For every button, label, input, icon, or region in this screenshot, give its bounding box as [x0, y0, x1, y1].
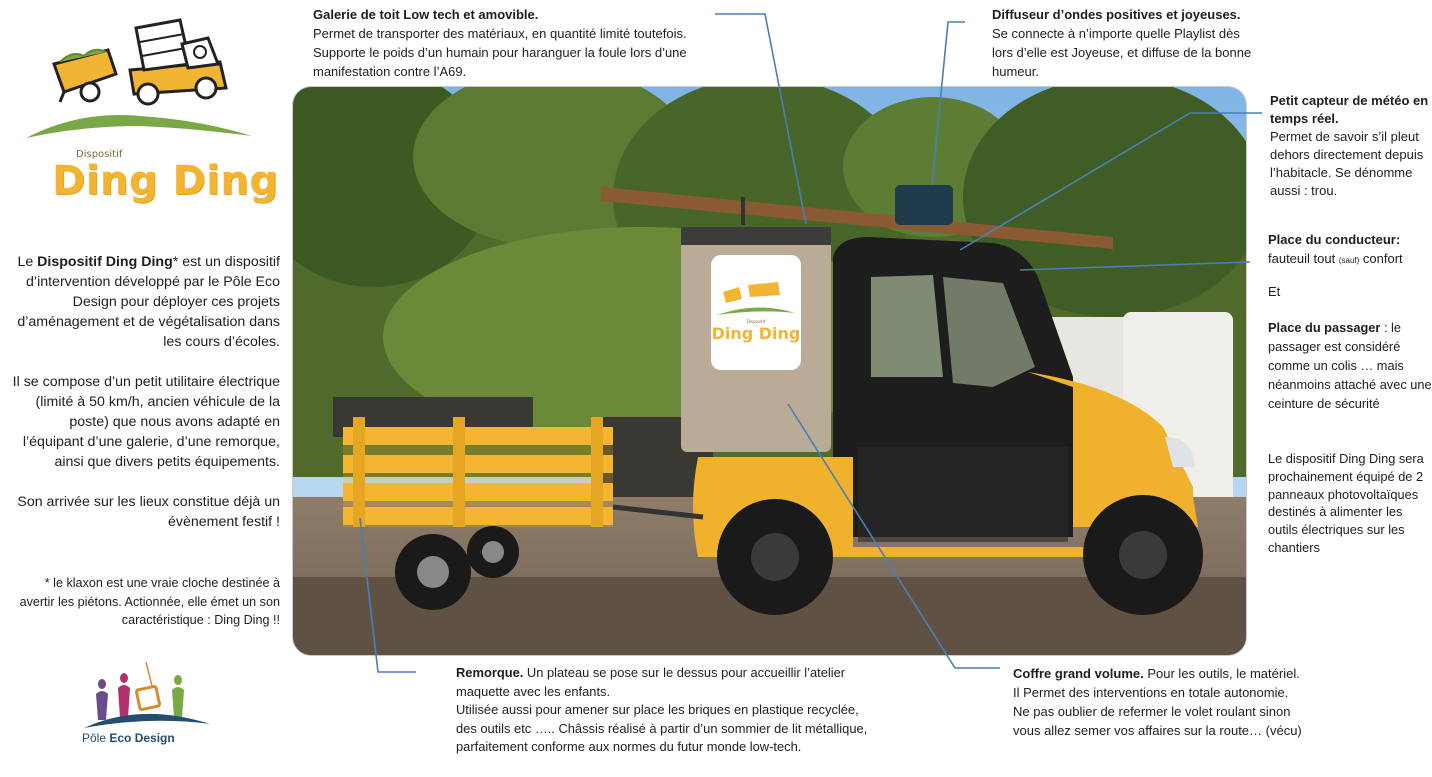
klaxon-note: * le klaxon est une vraie cloche destiné… — [19, 576, 280, 627]
callout-remorque-text-1: Un plateau se pose sur le dessus pour ac… — [456, 665, 846, 699]
pole-eco-design-logo — [84, 661, 210, 728]
callout-diffuseur-title: Diffuseur d’ondes positives et joyeuses. — [992, 7, 1241, 22]
people-icon — [96, 661, 184, 720]
grass-band — [26, 114, 252, 138]
cargo-box: Dispositif Ding Ding — [681, 227, 831, 452]
callout-remorque-text-2: Utilisée aussi pour amener sur place les… — [456, 702, 868, 755]
intro-paragraph-3: Son arrivée sur les lieux constitue déjà… — [17, 494, 280, 530]
wave-icon — [84, 713, 210, 728]
callout-capteur: Petit capteur de météo en temps réel. Pe… — [1270, 92, 1430, 200]
callout-et: Et — [1268, 284, 1281, 299]
box-logo-title: Ding Ding — [712, 324, 801, 343]
logo-title: Ding Ding — [52, 158, 279, 204]
callout-passager: Place du passager : le passager est cons… — [1268, 318, 1432, 413]
callout-panneaux: Le dispositif Ding Ding sera prochaineme… — [1268, 451, 1424, 555]
callout-galerie-text: Permet de transporter des matériaux, en … — [313, 26, 687, 79]
ding-ding-logo — [26, 18, 252, 138]
box-logo-dispositif: Dispositif — [747, 319, 766, 324]
callout-capteur-title: Petit capteur de météo en temps réel. — [1270, 93, 1429, 126]
vehicle-wheels — [717, 495, 1203, 615]
callout-galerie-title: Galerie de toit Low tech et amovible. — [313, 7, 539, 22]
callout-coffre-text: Pour les outils, le matériel. Il Permet … — [1013, 666, 1302, 738]
callout-conducteur: Place du conducteur: fauteuil tout (sauf… — [1268, 232, 1403, 266]
callout-coffre: Coffre grand volume. Pour les outils, le… — [1013, 664, 1303, 740]
callout-coffre-title: Coffre grand volume. — [1013, 666, 1144, 681]
logo-dispositif-label: Dispositif — [76, 149, 123, 160]
callout-passager-text: : le passager est considéré comme un col… — [1268, 320, 1432, 411]
intro-text: Le Dispositif Ding Ding* est un disposit… — [8, 252, 280, 552]
truck-icon — [128, 18, 228, 106]
callout-capteur-text: Permet de savoir s’il pleut dehors direc… — [1270, 129, 1424, 198]
callout-diffuseur-text: Se connecte à n’importe quelle Playlist … — [992, 26, 1252, 79]
callout-diffuseur: Diffuseur d’ondes positives et joyeuses.… — [992, 5, 1254, 81]
speaker — [895, 185, 953, 225]
pole-eco-design-label: Pôle Eco Design — [82, 731, 175, 745]
wheelbarrow-icon — [52, 48, 118, 103]
vehicle-photo: Dispositif Ding Ding — [293, 87, 1246, 655]
callout-galerie: Galerie de toit Low tech et amovible. Pe… — [313, 5, 713, 81]
callout-remorque: Remorque. Un plateau se pose sur le dess… — [456, 664, 876, 757]
callout-passager-title: Place du passager — [1268, 320, 1381, 335]
callout-conducteur-title: Place du conducteur: — [1268, 232, 1401, 247]
intro-paragraph-1: Le Dispositif Ding Ding* est un disposit… — [17, 254, 280, 350]
intro-paragraph-2: Il se compose d’un petit utilitaire élec… — [12, 374, 280, 470]
callout-remorque-title: Remorque. — [456, 665, 524, 680]
